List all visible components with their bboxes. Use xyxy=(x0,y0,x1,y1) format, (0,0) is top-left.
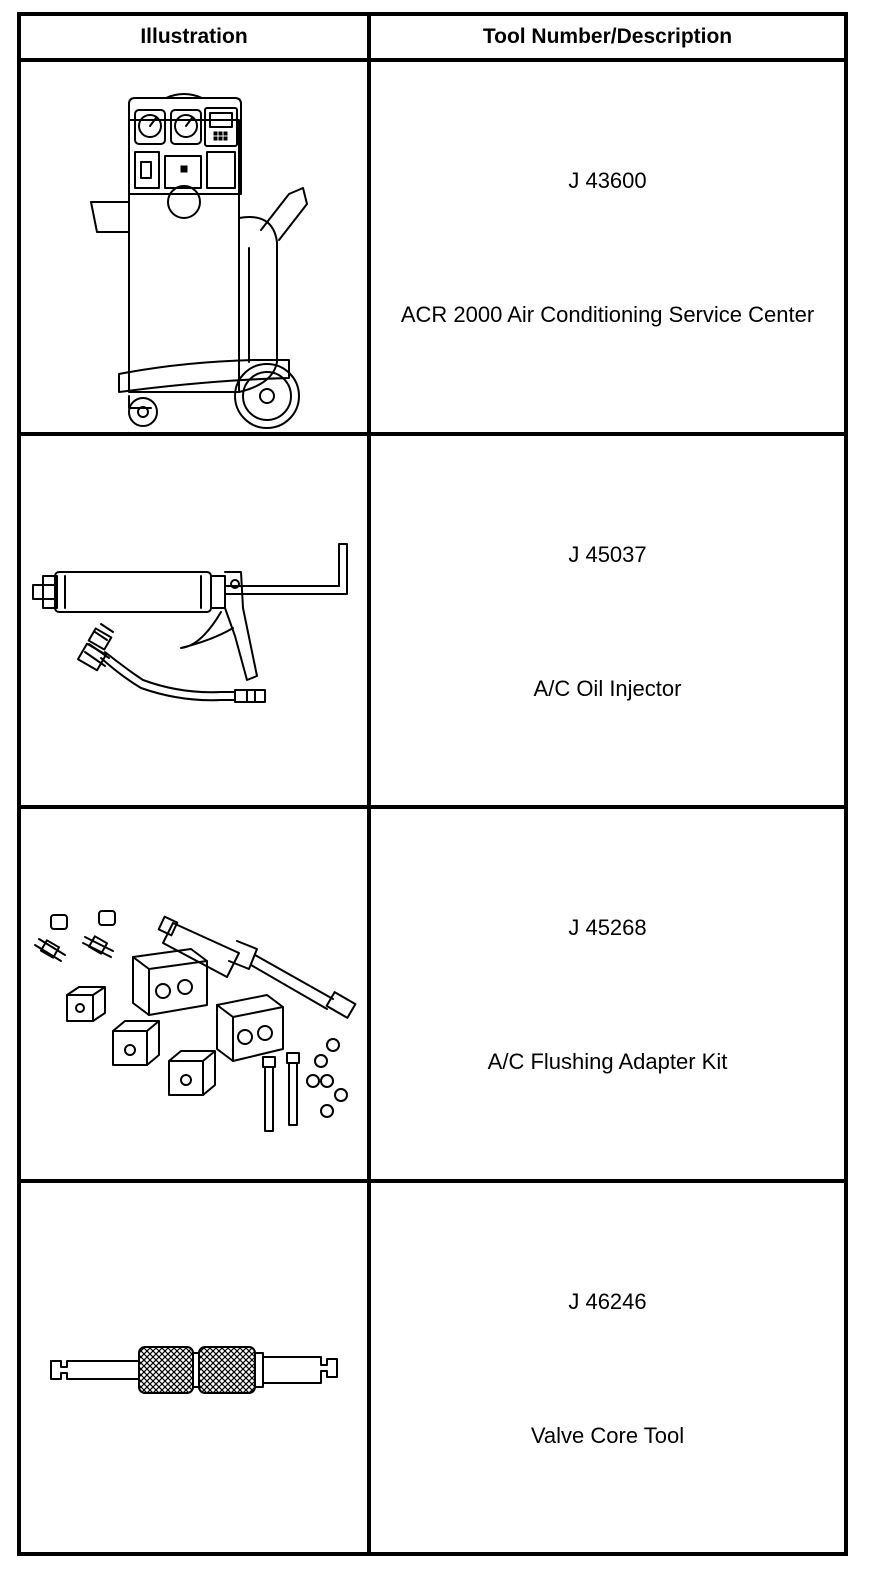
flushing-adapter-kit-image xyxy=(21,809,367,1179)
tool-description: ACR 2000 Air Conditioning Service Center xyxy=(400,302,815,327)
tool-description: Valve Core Tool xyxy=(530,1423,685,1448)
tool-table: Illustration Tool Number/Description xyxy=(17,12,848,1556)
row-divider xyxy=(21,1179,844,1183)
row-2-description-cell: J 45037 A/C Oil Injector xyxy=(371,436,844,805)
row-divider xyxy=(21,432,844,436)
tool-description: A/C Oil Injector xyxy=(533,676,682,701)
row-divider xyxy=(21,805,844,809)
row-3-description-cell: J 45268 A/C Flushing Adapter Kit xyxy=(371,809,844,1179)
tool-number: J 45268 xyxy=(568,915,647,940)
tool-number: J 46246 xyxy=(568,1289,647,1314)
header-illustration: Illustration xyxy=(140,25,248,48)
tool-description: A/C Flushing Adapter Kit xyxy=(487,1049,728,1074)
tool-number: J 45037 xyxy=(568,542,647,567)
row-4-description-cell: J 46246 Valve Core Tool xyxy=(371,1183,844,1552)
tool-number: J 43600 xyxy=(568,168,647,193)
row-1-description-cell: J 43600 ACR 2000 Air Conditioning Servic… xyxy=(371,62,844,432)
column-divider xyxy=(367,16,371,1552)
header-divider xyxy=(21,58,844,62)
header-tool-number-description: Tool Number/Description xyxy=(482,25,733,48)
valve-core-tool-image xyxy=(21,1183,367,1552)
acr-2000-service-center-image xyxy=(21,62,367,432)
oil-injector-image xyxy=(21,436,367,805)
